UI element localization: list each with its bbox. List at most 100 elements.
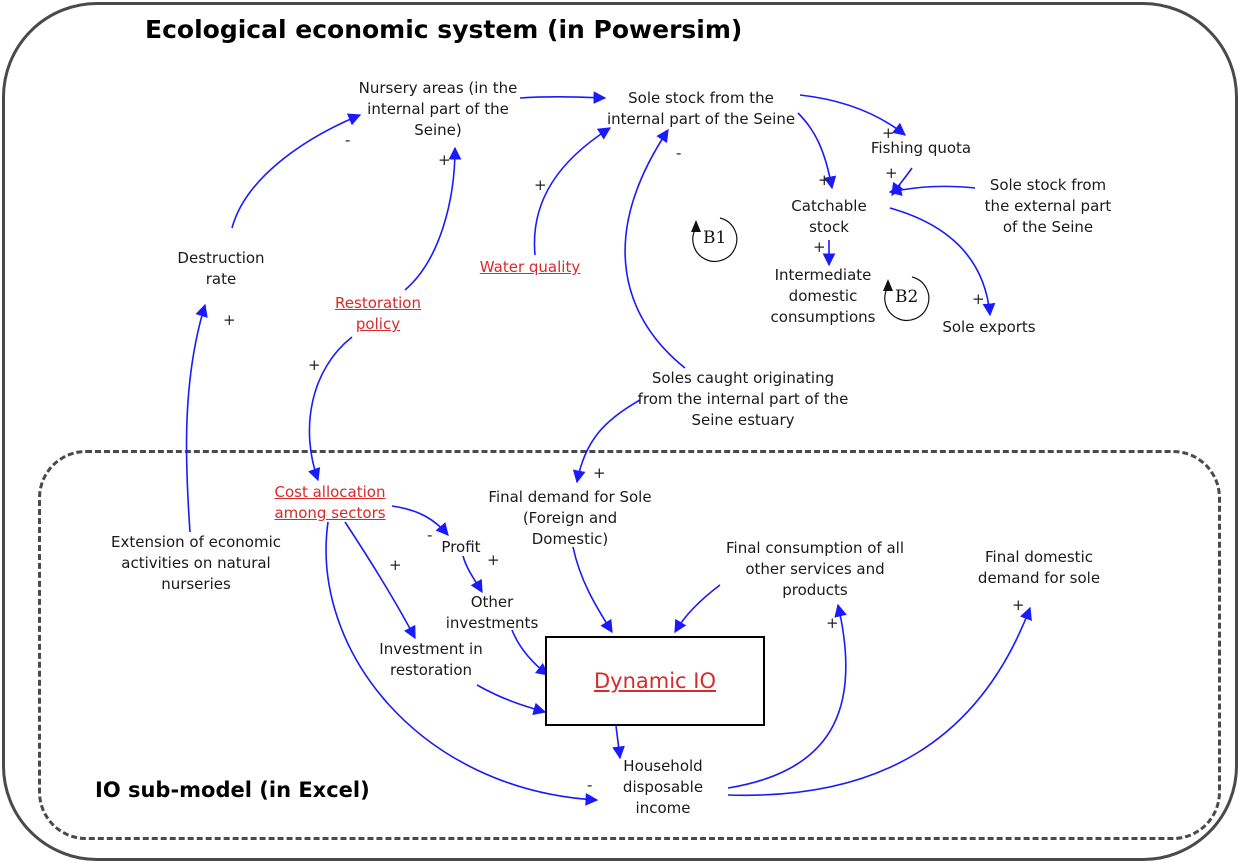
node-water-quality-line: Water quality [479,258,581,276]
causal-arrow [799,94,906,136]
causal-arrow [533,127,612,256]
node-investment-restoration-line: Investment in [379,640,483,658]
node-profit-line: Profit [441,538,481,556]
node-restoration-policy: Restoration policy [335,293,421,335]
node-final-domestic-demand-line: demand for sole [977,569,1101,587]
node-intermediate-line: Intermediate [774,266,872,284]
node-final-consumption-line: products [782,581,848,599]
causal-arrow [511,629,550,676]
node-other-investments-line: investments [445,614,539,632]
node-extension-activities-line: nurseries [161,575,231,593]
link-polarity-sign: + [308,356,321,374]
node-investment-restoration-line: restoration [389,661,473,679]
node-profit: Profit [441,537,480,558]
node-sole-stock-internal: Sole stock from the internal part of the… [607,88,795,130]
link-polarity-sign: + [885,164,898,182]
causal-arrow [612,725,625,760]
link-polarity-sign: + [1012,596,1025,614]
node-catchable-stock-line: stock [809,218,849,236]
causal-arrow [231,113,362,229]
causal-arrow [727,603,847,789]
link-polarity-sign: + [826,614,839,632]
causal-arrow [889,207,996,317]
node-sole-stock-external-line: the external part [984,197,1112,215]
node-catchable-stock: Catchable stock [791,196,866,238]
node-final-domestic-demand: Final domestic demand for sole [978,547,1100,589]
node-catchable-stock-line: Catchable [791,197,867,215]
io-submodel-title: IO sub-model (in Excel) [95,778,370,802]
node-household-income-line: Household [623,757,703,775]
link-polarity-sign: + [882,124,895,142]
dynamic-io-label: Dynamic IO [593,669,716,693]
link-polarity-sign: + [813,238,826,256]
node-sole-stock-external-line: Sole stock from [989,176,1107,194]
node-extension-activities: Extension of economic activities on natu… [111,532,281,595]
causal-arrow [308,336,353,482]
node-sole-stock-external: Sole stock from the external part of the… [985,175,1112,238]
causal-arrow [344,521,416,640]
causal-arrow [404,146,462,291]
node-final-demand-sole-line: (Foreign and [522,509,618,527]
node-sole-stock-internal-line: internal part of the Seine [606,110,796,128]
io-submodel-frame [38,450,1221,840]
node-fishing-quota: Fishing quota [871,138,971,159]
node-nursery-areas-line: internal part of the [367,100,509,118]
causal-arrow [185,303,208,533]
loop-arrowhead [691,220,701,232]
node-intermediate-line: domestic [788,287,858,305]
node-final-consumption-line: Final consumption of all [726,539,904,557]
link-polarity-sign: + [818,171,831,189]
node-nursery-areas-line: Seine) [414,121,462,139]
node-other-investments-line: Other [470,593,514,611]
outer-system-title: Ecological economic system (in Powersim) [145,15,743,44]
link-polarity-sign: - [427,526,432,544]
node-household-income: Household disposable income [623,756,703,819]
node-final-demand-sole-line: Domestic) [531,530,609,548]
node-restoration-policy-line: Restoration [335,294,421,312]
node-final-consumption-line: other services and [745,560,885,578]
node-destruction-rate: Destruction rate [177,248,264,290]
node-final-consumption: Final consumption of all other services … [726,538,904,601]
node-cost-allocation: Cost allocation among sectors [274,482,385,524]
node-cost-allocation-line: among sectors [274,504,386,522]
link-polarity-sign: + [223,311,236,329]
causal-arrow [674,584,721,634]
node-other-investments: Other investments [446,592,539,634]
node-sole-exports: Sole exports [942,317,1035,338]
link-polarity-sign: + [389,556,402,574]
node-intermediate-line: consumptions [770,308,876,326]
causal-arrow [476,684,547,716]
causal-arrow [572,546,613,634]
node-sole-stock-internal-line: Sole stock from the [628,89,774,107]
link-polarity-sign: + [534,176,547,194]
node-destruction-rate-line: Destruction [177,249,265,267]
causal-arrow [624,128,686,369]
loop-arrowhead [883,279,893,291]
node-final-demand-sole-line: Final demand for Sole [488,488,652,506]
node-nursery-areas: Nursery areas (in the internal part of t… [359,78,518,141]
link-polarity-sign: + [972,290,985,308]
node-restoration-policy-line: policy [355,315,401,333]
loop-label: B2 [895,287,918,307]
node-cost-allocation-line: Cost allocation [274,483,386,501]
link-polarity-sign: - [587,776,592,794]
node-soles-caught-line: from the internal part of the [637,390,849,408]
loop-arc [692,217,738,262]
causal-arrow [572,399,641,484]
link-polarity-sign: + [438,151,451,169]
node-intermediate-consumptions: Intermediate domestic consumptions [771,265,876,328]
causal-arrow [391,505,449,536]
causal-arrow [727,606,1032,797]
link-polarity-sign: + [593,464,606,482]
causal-arrow [462,555,483,594]
loop-arc [884,276,930,321]
link-polarity-sign: - [345,131,350,149]
node-investment-restoration: Investment in restoration [379,639,482,681]
loop-label: B1 [703,228,726,248]
causal-arrow [888,183,976,197]
causal-arrow [797,112,837,190]
causal-arrow [891,167,913,197]
node-sole-exports-line: Sole exports [942,318,1036,336]
